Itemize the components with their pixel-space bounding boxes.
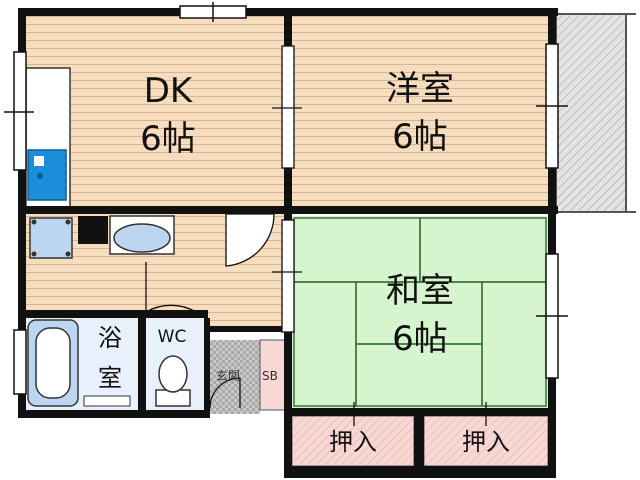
western-room-size-label: 6帖 <box>392 117 448 157</box>
japanese-room-size-label: 6帖 <box>392 319 448 359</box>
windows <box>4 2 568 395</box>
western-room-label: 洋室 <box>386 69 454 109</box>
entrance-floor <box>208 340 260 414</box>
refrigerator-space <box>78 216 108 244</box>
tatami-mats <box>292 216 548 408</box>
dk-label: DK <box>144 71 194 111</box>
washer-space <box>29 217 73 259</box>
balcony <box>555 13 636 213</box>
dk-size-label: 6帖 <box>140 119 196 159</box>
shoebox <box>259 339 287 411</box>
walls <box>18 8 558 478</box>
shoebox-label: SB <box>262 369 278 383</box>
bath-label-top: 浴 <box>98 324 122 352</box>
toilet-label: WC <box>158 327 187 347</box>
doors <box>145 45 546 426</box>
bath-label-bottom: 室 <box>98 364 122 392</box>
entrance-label: 玄関 <box>216 368 240 383</box>
closet-left-label: 押入 <box>329 428 377 456</box>
kitchen-counter <box>25 67 71 209</box>
japanese-room-label: 和室 <box>386 271 454 311</box>
closet-right-label: 押入 <box>462 428 510 456</box>
washbasin <box>109 215 175 255</box>
bathtub <box>27 319 131 407</box>
western-floor <box>292 16 550 206</box>
toilet-fixture <box>155 355 191 407</box>
